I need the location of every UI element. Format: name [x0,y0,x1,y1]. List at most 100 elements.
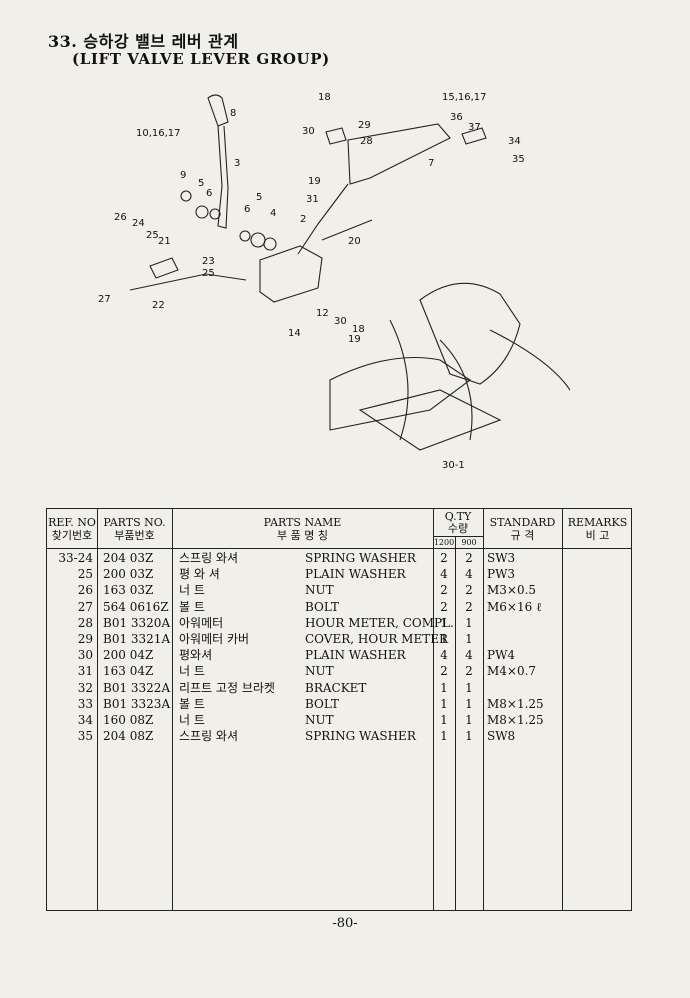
table-header-row [47,509,631,549]
callout-label: 18 [352,324,365,335]
cell-qty-900: 2 [465,583,473,598]
callout-label: 5 [256,192,262,203]
cell-parts-no: 163 04Z [103,664,154,679]
callout-label: 24 [132,218,145,229]
cell-qty-900: 1 [465,615,473,630]
cell-qty-900: 1 [465,632,473,646]
header-remarks-en: REMARKS [567,516,628,529]
callout-label: 29 [358,120,371,131]
cell-qty-1200: 1 [440,729,448,744]
cell-ref: 28 [77,615,93,630]
cell-name-ko: 너 트 [179,583,205,598]
cell-name-ko: 스프링 와셔 [179,729,239,744]
callout-label: 25 [202,268,215,279]
cell-qty-1200: 1 [440,632,448,646]
header-ref-no: REF. NO 찾기번호 [47,516,97,556]
plate-shape [461,127,487,145]
callout-label: 14 [288,328,301,339]
header-ref-en: REF. NO [48,516,96,529]
callout-label: 20 [348,236,361,247]
cell-name-ko: 볼 트 [179,599,205,614]
frame-base-shape [358,389,502,451]
cell-qty-1200: 1 [440,713,448,727]
callout-label: 31 [306,194,319,205]
cell-ref: 27 [77,599,93,614]
cell-parts-no: B01 3322A [103,680,171,695]
cell-name-en: PLAIN WASHER [305,567,406,582]
section-title-korean: 33. 승하강 밸브 레버 관계 [48,32,239,51]
callout-label: 19 [348,334,361,345]
cell-standard: M8×1.25 [487,696,544,711]
washer-shape [239,230,251,242]
cell-qty-1200: 2 [440,599,448,614]
callout-label: 9 [180,170,186,181]
header-qty-ko: 수량 [447,522,469,535]
cell-parts-no: 160 08Z [103,713,154,727]
column-divider [97,509,98,910]
callout-label: 12 [316,308,329,319]
frame-upper-shape [419,282,521,385]
frame-tube-shape [329,356,471,431]
cell-ref: 32 [77,680,93,695]
callout-label: 10,16,17 [136,128,181,139]
cell-qty-900: 1 [465,729,473,744]
callout-label: 30 [334,316,347,327]
cell-qty-900: 1 [465,680,473,695]
header-qty-en: Q.TY [444,510,472,523]
header-parts-name-ko: 부 품 명 칭 [277,529,328,542]
cell-name-ko: 스프링 와셔 [179,551,239,565]
cell-name-en: SPRING WASHER [305,729,416,744]
cell-qty-1200: 4 [440,567,448,582]
cell-ref: 33 [77,696,93,711]
frame-lines [389,319,571,441]
header-parts-no: PARTS NO. 부품번호 [97,516,172,556]
cell-name-en: PLAIN WASHER [305,648,406,663]
lever-grip-shape [207,94,229,127]
column-divider [433,509,434,910]
cell-qty-900: 1 [465,696,473,711]
cell-parts-no: 200 04Z [103,648,154,663]
callout-label: 4 [270,208,276,219]
leader-lines [129,183,373,291]
cell-name-en: HOUR METER, COMPL. [305,615,454,630]
cell-ref: 31 [77,664,93,679]
cell-standard: PW4 [487,648,516,663]
callout-label: 37 [468,122,481,133]
lever-arm-shape [217,125,229,229]
cell-ref: 29 [77,632,93,646]
cell-qty-900: 4 [465,648,473,663]
cell-qty-1200: 2 [440,551,448,565]
callout-label: 34 [508,136,521,147]
header-qty-900: 900 [461,538,477,547]
cell-name-ko: 리프트 고정 브라켓 [179,680,275,695]
cell-qty-1200: 1 [440,696,448,711]
header-standard-en: STANDARD [489,516,556,529]
cell-parts-no: 204 08Z [103,729,154,744]
header-ref-ko: 찾기번호 [51,529,93,542]
header-parts-no-ko: 부품번호 [114,529,155,542]
cell-name-en: BOLT [305,696,339,711]
callout-label: 28 [360,136,373,147]
column-divider [455,537,456,910]
cell-name-en: BOLT [305,599,339,614]
cell-parts-no: 200 03Z [103,567,154,582]
cell-qty-1200: 4 [440,648,448,663]
hour-meter-shape [325,127,347,145]
meter-bracket-shape [347,123,451,185]
header-parts-no-en: PARTS NO. [103,516,166,529]
cell-qty-900: 4 [465,567,473,582]
header-parts-name: PARTS NAME 부 품 명 칭 [172,516,433,556]
cell-parts-no: B01 3323A [103,696,171,711]
cell-name-ko: 평 와 셔 [179,567,220,582]
callout-label: 19 [308,176,321,187]
cell-name-ko: 아워메터 [179,615,224,630]
cell-name-en: NUT [305,583,334,598]
